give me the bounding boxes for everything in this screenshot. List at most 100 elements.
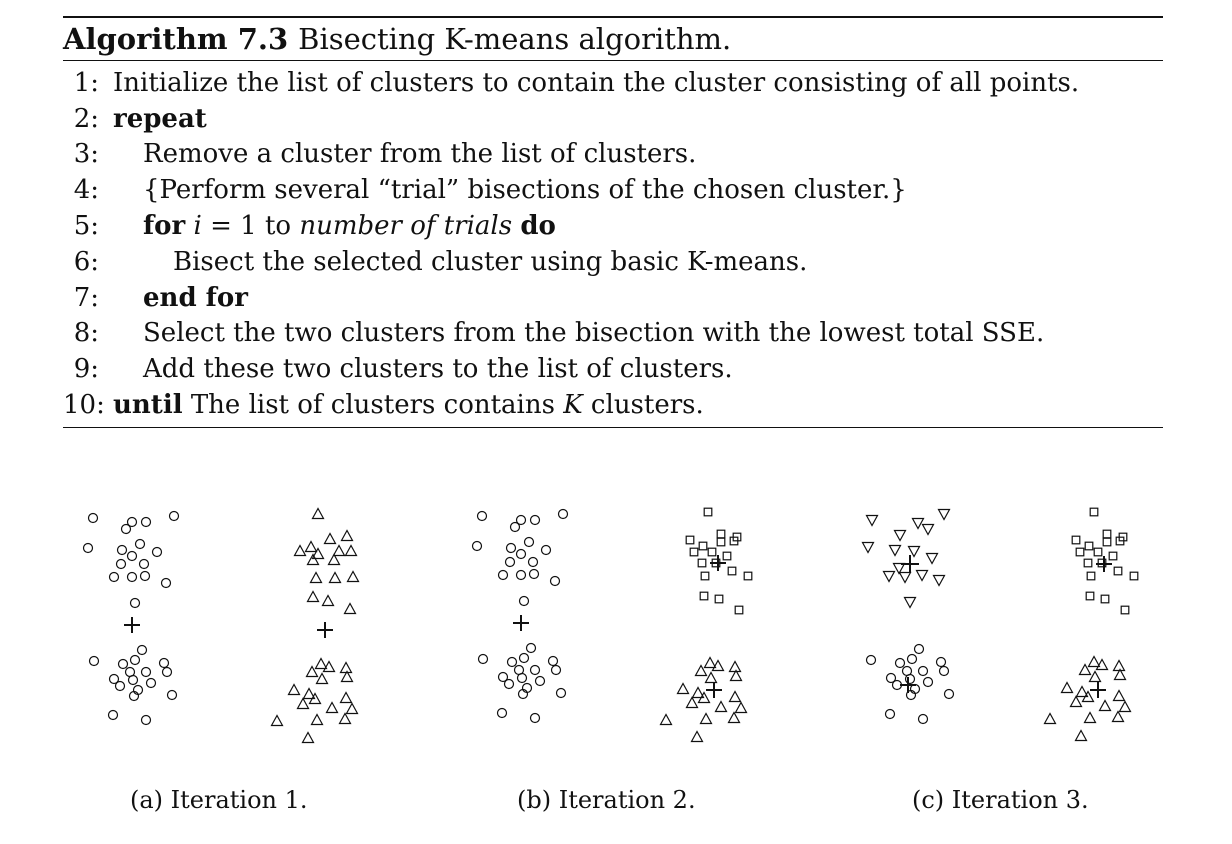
triangle-marker bbox=[699, 712, 713, 725]
triangle-marker bbox=[1060, 681, 1074, 694]
line-text: Add these two clusters to the list of cl… bbox=[143, 354, 733, 384]
triangle-marker bbox=[340, 670, 354, 683]
circle-marker bbox=[515, 548, 527, 560]
scatter-panels bbox=[82, 507, 1139, 744]
circle-marker bbox=[115, 558, 127, 570]
circle-marker bbox=[134, 538, 146, 550]
square-marker bbox=[700, 571, 710, 581]
line-number: 2: bbox=[73, 103, 99, 134]
circle-marker bbox=[107, 709, 119, 721]
text: Remove a cluster from the list of cluste… bbox=[143, 139, 697, 170]
triangle-down-marker bbox=[903, 596, 917, 609]
circle-marker bbox=[88, 655, 100, 667]
circle-marker bbox=[128, 690, 140, 702]
triangle-marker bbox=[659, 713, 673, 726]
square-marker bbox=[714, 594, 724, 604]
circle-marker bbox=[904, 673, 916, 685]
triangle-marker bbox=[1113, 668, 1127, 681]
triangle-down-marker bbox=[861, 541, 875, 554]
text: Add these two clusters to the list of cl… bbox=[143, 354, 733, 385]
square-marker bbox=[699, 591, 709, 601]
algorithm-title: Algorithm 7.3 Bisecting K-means algorith… bbox=[63, 18, 1163, 60]
triangle-marker bbox=[1069, 695, 1083, 708]
square-marker bbox=[685, 535, 695, 545]
triangle-marker bbox=[346, 570, 360, 583]
circle-marker bbox=[140, 714, 152, 726]
circle-marker bbox=[496, 707, 508, 719]
circle-marker bbox=[108, 673, 120, 685]
triangle-marker bbox=[1118, 700, 1132, 713]
triangle-marker bbox=[691, 686, 705, 699]
square-marker bbox=[689, 547, 699, 557]
algorithm-line: 9:Add these two clusters to the list of … bbox=[63, 351, 1163, 387]
circle-marker bbox=[938, 665, 950, 677]
circle-marker bbox=[151, 546, 163, 558]
triangle-marker bbox=[325, 701, 339, 714]
circle-marker bbox=[917, 713, 929, 725]
circle-marker bbox=[516, 672, 528, 684]
triangle-marker bbox=[301, 731, 315, 744]
circle-marker bbox=[525, 642, 537, 654]
circle-marker bbox=[529, 514, 541, 526]
square-marker bbox=[1089, 507, 1099, 517]
circle-marker bbox=[529, 664, 541, 676]
circle-marker bbox=[529, 712, 541, 724]
algorithm-line: 7: end for bbox=[63, 280, 1163, 316]
circle-marker bbox=[540, 544, 552, 556]
circle-marker bbox=[523, 536, 535, 548]
triangle-marker bbox=[1095, 658, 1109, 671]
line-text: Initialize the list of clusters to conta… bbox=[113, 68, 1079, 98]
square-marker bbox=[1108, 551, 1118, 561]
caption-c: (c) Iteration 3. bbox=[912, 786, 1089, 814]
circle-marker bbox=[515, 514, 527, 526]
line-number: 7: bbox=[73, 282, 99, 313]
triangle-marker bbox=[1088, 670, 1102, 683]
triangle-marker bbox=[1112, 689, 1126, 702]
triangle-marker bbox=[340, 529, 354, 542]
circle-marker bbox=[126, 550, 138, 562]
triangle-down-marker bbox=[888, 544, 902, 557]
square-marker bbox=[707, 547, 717, 557]
triangle-marker bbox=[690, 730, 704, 743]
circle-marker bbox=[166, 689, 178, 701]
text: Bisect the selected cluster using basic … bbox=[173, 246, 808, 277]
square-marker bbox=[722, 551, 732, 561]
keyword: repeat bbox=[113, 103, 207, 134]
text: clusters. bbox=[582, 390, 704, 421]
circle-marker bbox=[129, 597, 141, 609]
triangle-marker bbox=[339, 691, 353, 704]
algorithm-line: 8:Select the two clusters from the bisec… bbox=[63, 316, 1163, 352]
triangle-marker bbox=[728, 660, 742, 673]
circle-marker bbox=[82, 542, 94, 554]
square-marker bbox=[1115, 536, 1125, 546]
square-marker bbox=[1093, 547, 1103, 557]
circle-marker bbox=[117, 658, 129, 670]
triangle-marker bbox=[287, 683, 301, 696]
square-marker bbox=[698, 541, 708, 551]
triangle-down-marker bbox=[893, 529, 907, 542]
triangle-marker bbox=[315, 672, 329, 685]
caption-a: (a) Iteration 1. bbox=[130, 786, 308, 814]
circle-marker bbox=[555, 687, 567, 699]
circle-marker bbox=[126, 516, 138, 528]
line-text: end for bbox=[143, 283, 248, 313]
triangle-marker bbox=[332, 544, 346, 557]
clustering-figure bbox=[0, 480, 1232, 760]
text: {Perform several “trial” bisections of t… bbox=[143, 175, 907, 206]
line-number: 8: bbox=[73, 318, 99, 349]
circle-marker bbox=[885, 672, 897, 684]
keyword: end for bbox=[143, 282, 248, 313]
triangle-down-marker bbox=[865, 514, 879, 527]
bottom-rule bbox=[63, 426, 1163, 428]
triangle-down-marker bbox=[921, 523, 935, 536]
line-number: 10: bbox=[63, 390, 105, 421]
line-number: 1: bbox=[73, 67, 99, 98]
circle-marker bbox=[87, 512, 99, 524]
algorithm-lines: 1: Initialize the list of clusters to con… bbox=[63, 61, 1163, 427]
triangle-marker bbox=[293, 544, 307, 557]
math-text: number of trials bbox=[299, 211, 513, 242]
triangle-marker bbox=[728, 690, 742, 703]
circle-marker bbox=[129, 654, 141, 666]
line-number: 3: bbox=[73, 139, 99, 170]
triangle-marker bbox=[703, 656, 717, 669]
